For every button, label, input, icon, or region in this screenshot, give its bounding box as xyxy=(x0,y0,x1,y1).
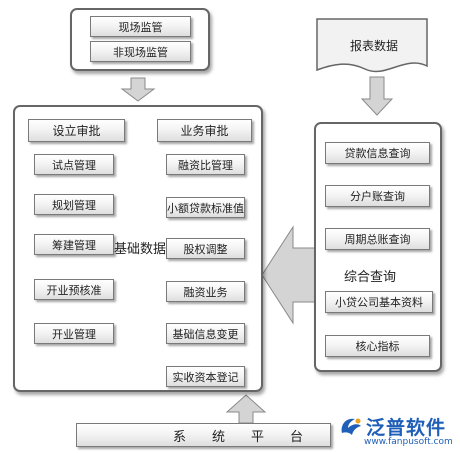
setup-step-label: 开业管理 xyxy=(52,327,96,341)
setup-step-label: 开业预核准 xyxy=(46,283,102,297)
business-step-label: 实收资本登记 xyxy=(172,370,239,384)
setup-approval-header-label: 设立审批 xyxy=(52,124,101,138)
fanpu-url: www.fanpusoft.com xyxy=(364,437,453,447)
setup-approval-header[interactable]: 设立审批 xyxy=(28,119,125,142)
query-core-indicators[interactable]: 核心指标 xyxy=(325,335,430,357)
business-step-label: 融资业务 xyxy=(183,285,228,299)
business-step-label: 基础信息变更 xyxy=(172,327,239,341)
fanpu-logo-icon xyxy=(341,418,361,435)
offsite-supervision-label: 非现场监管 xyxy=(113,45,168,59)
arrow-platform-to-main xyxy=(225,394,267,424)
query-item-label: 周期总账查询 xyxy=(344,233,411,246)
setup-step-pilot[interactable]: 试点管理 xyxy=(34,154,114,175)
setup-step-preparation[interactable]: 筹建管理 xyxy=(34,234,114,255)
business-step-label: 小额贷款标准值 xyxy=(167,201,244,215)
query-period-ledger[interactable]: 周期总账查询 xyxy=(325,228,430,250)
query-item-label: 核心指标 xyxy=(355,340,400,353)
arrow-supervision-to-approval xyxy=(120,77,156,102)
system-platform-bar[interactable]: 系 统 平 台 xyxy=(76,423,331,447)
setup-step-planning[interactable]: 规划管理 xyxy=(34,194,114,215)
business-approval-header-label: 业务审批 xyxy=(180,124,229,138)
report-data-label[interactable]: 报表数据 xyxy=(349,39,398,53)
base-data-label: 基础数据 xyxy=(114,242,167,257)
business-step-label: 融资比管理 xyxy=(178,158,233,172)
onsite-supervision-label: 现场监管 xyxy=(118,20,163,34)
query-item-label: 分户账查询 xyxy=(350,190,405,203)
business-step-microloan-standard[interactable]: 小额贷款标准值 xyxy=(166,197,245,218)
onsite-supervision-box[interactable]: 现场监管 xyxy=(90,16,191,37)
business-approval-header[interactable]: 业务审批 xyxy=(157,119,252,142)
fanpu-brand: 泛普软件 xyxy=(366,417,447,439)
business-step-equity-adjustment[interactable]: 股权调整 xyxy=(166,238,245,259)
query-company-profile[interactable]: 小贷公司基本资料 xyxy=(325,291,433,313)
arrow-report-to-query xyxy=(360,76,394,116)
setup-step-label: 规划管理 xyxy=(52,198,96,212)
business-step-info-change[interactable]: 基础信息变更 xyxy=(166,323,245,344)
business-step-capital-registration[interactable]: 实收资本登记 xyxy=(166,366,245,387)
setup-step-pre-approval[interactable]: 开业预核准 xyxy=(34,279,114,300)
business-step-label: 股权调整 xyxy=(183,242,228,256)
query-loan-info[interactable]: 贷款信息查询 xyxy=(325,142,430,164)
business-step-financing-business[interactable]: 融资业务 xyxy=(166,281,245,302)
system-platform-label: 系 统 平 台 xyxy=(173,429,304,445)
offsite-supervision-box[interactable]: 非现场监管 xyxy=(90,41,191,62)
combined-query-label: 综合查询 xyxy=(344,270,397,285)
fanpu-logo: 泛普软件 www.fanpusoft.com xyxy=(336,412,456,450)
query-account[interactable]: 分户账查询 xyxy=(325,185,430,207)
query-item-label: 小贷公司基本资料 xyxy=(335,296,423,309)
setup-step-label: 试点管理 xyxy=(52,158,96,172)
business-step-financing-ratio[interactable]: 融资比管理 xyxy=(166,154,245,175)
setup-step-label: 筹建管理 xyxy=(52,238,96,252)
query-item-label: 贷款信息查询 xyxy=(344,147,411,160)
setup-step-opening[interactable]: 开业管理 xyxy=(34,323,114,344)
